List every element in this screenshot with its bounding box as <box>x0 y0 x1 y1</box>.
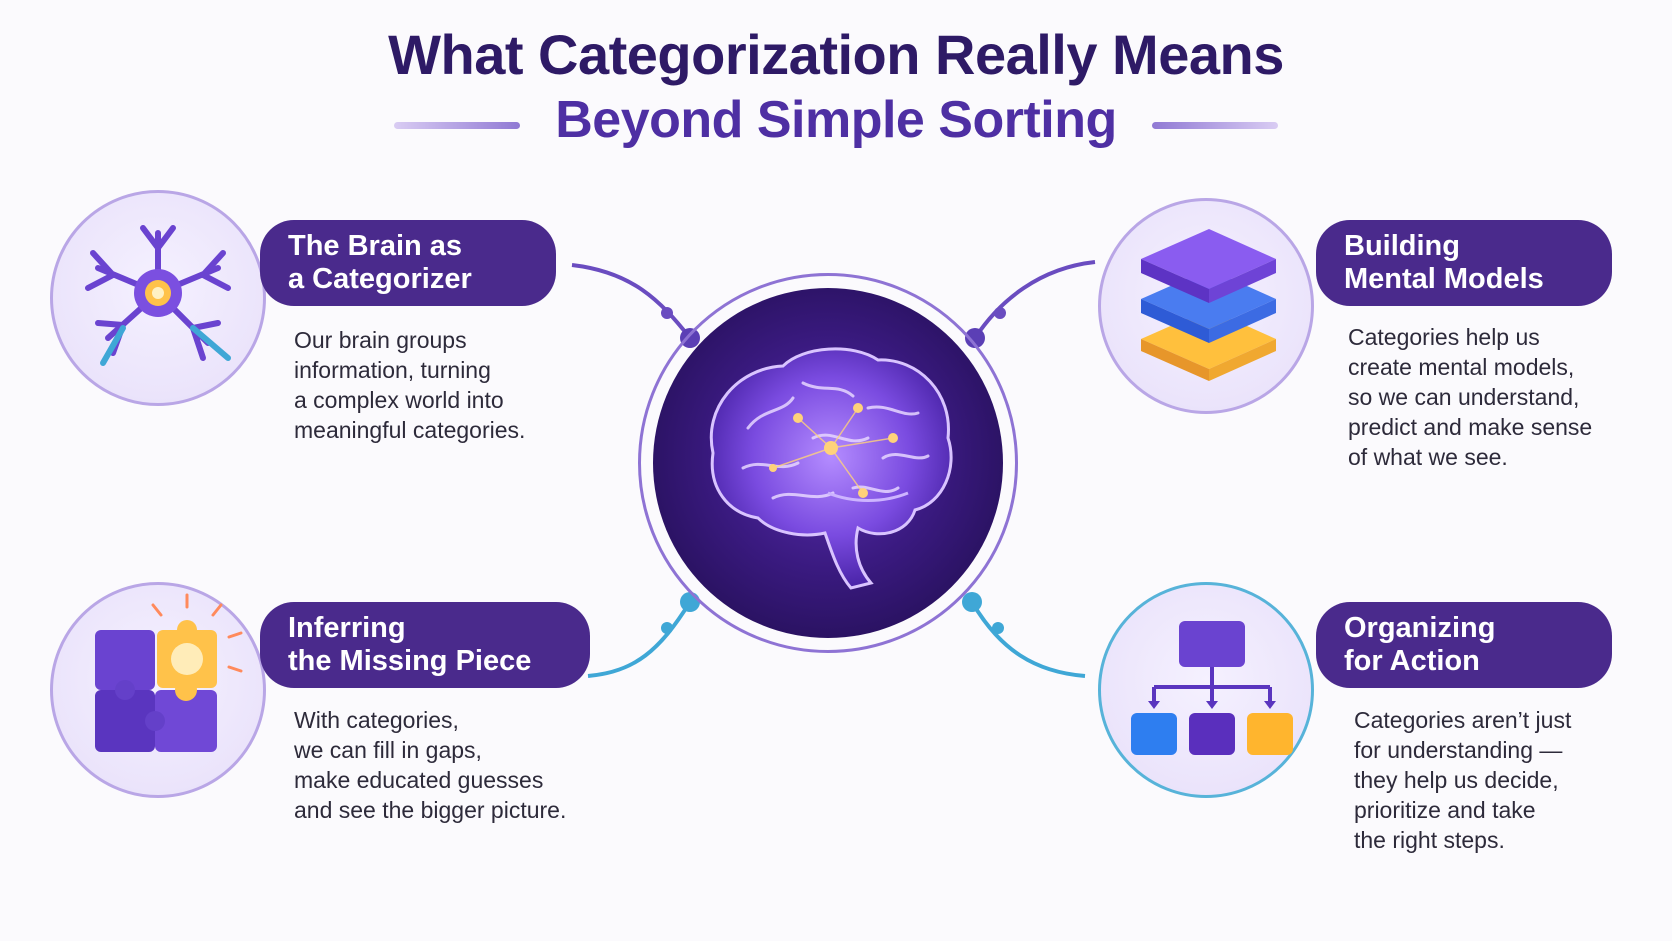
connector-top-left <box>571 263 692 340</box>
connector-node <box>962 592 982 612</box>
connector-dot <box>661 307 673 319</box>
page-subtitle: Beyond Simple Sorting <box>555 91 1117 149</box>
connector-bottom-right <box>970 600 1086 678</box>
page-title: What Categorization Really Means <box>388 23 1284 86</box>
center-ring <box>638 273 1018 653</box>
connector-bottom-left <box>587 600 692 678</box>
layers-stack-icon <box>1098 198 1314 414</box>
connector-dot <box>661 622 673 634</box>
subtitle-right-divider <box>1152 122 1278 129</box>
card-body-missing-piece: With categories,we can fill in gaps, mak… <box>294 707 567 823</box>
puzzle-icon <box>50 582 266 798</box>
hierarchy-icon <box>1098 582 1314 798</box>
connector-top-right <box>973 260 1096 340</box>
neuron-icon <box>50 190 266 406</box>
subtitle-left-divider <box>394 122 520 129</box>
connector-dot <box>994 307 1006 319</box>
connector-dot <box>992 622 1004 634</box>
glowing-brain-icon <box>653 288 1003 638</box>
